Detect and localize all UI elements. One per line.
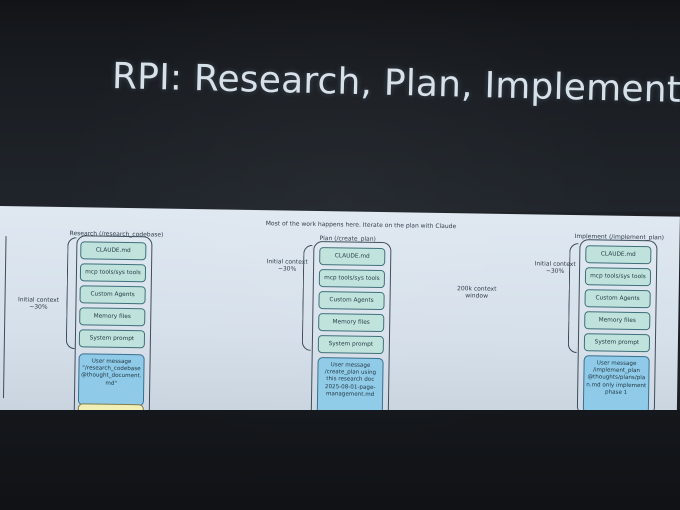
plan-system-prompt: System prompt bbox=[317, 335, 385, 355]
implement-brace bbox=[567, 242, 579, 354]
research-msg-line-3: @thought_document. bbox=[81, 372, 142, 380]
implement-msg-line-5: phase 1 bbox=[604, 389, 628, 396]
left-edge-frame bbox=[0, 235, 7, 399]
implement-claude-md: CLAUDE.md bbox=[585, 245, 652, 265]
plan-brace bbox=[301, 244, 313, 351]
implement-memory-files: Memory files bbox=[584, 311, 651, 331]
banner-text: Most of the work happens here. Iterate o… bbox=[265, 220, 457, 231]
diagram-band: Most of the work happens here. Iterate o… bbox=[0, 206, 680, 421]
plan-msg-line-5: management.md bbox=[325, 390, 375, 398]
research-memory-files: Memory files bbox=[79, 307, 146, 327]
slide-dark-area bbox=[0, 0, 680, 212]
research-custom-agents: Custom Agents bbox=[79, 285, 146, 305]
research-context-label: Initial context ~30% bbox=[12, 296, 64, 311]
research-claude-md: CLAUDE.md bbox=[80, 241, 147, 261]
implement-custom-agents: Custom Agents bbox=[584, 289, 651, 309]
plan-mcp-tools: mcp tools/sys tools bbox=[318, 269, 386, 289]
research-msg-line-4: md" bbox=[105, 380, 118, 387]
research-user-message: User message "/research_codebase @though… bbox=[77, 353, 145, 407]
plan-memory-files: Memory files bbox=[318, 313, 385, 333]
research-mcp-tools: mcp tools/sys tools bbox=[79, 263, 147, 283]
screen-bottom-dark bbox=[0, 410, 680, 510]
implement-system-prompt: System prompt bbox=[583, 333, 651, 353]
implement-mcp-tools: mcp tools/sys tools bbox=[584, 267, 652, 287]
plan-claude-md: CLAUDE.md bbox=[319, 247, 386, 267]
research-context-text: Initial context ~30% bbox=[17, 296, 60, 311]
research-system-prompt: System prompt bbox=[78, 329, 146, 349]
plan-user-message: User message /create_plan using this res… bbox=[316, 357, 384, 417]
context-window-label: 200k context window bbox=[451, 285, 503, 300]
implement-user-message: User message /implement_plan @thoughts/p… bbox=[582, 355, 650, 415]
plan-custom-agents: Custom Agents bbox=[318, 291, 385, 311]
context-window-text: 200k context window bbox=[456, 285, 497, 300]
